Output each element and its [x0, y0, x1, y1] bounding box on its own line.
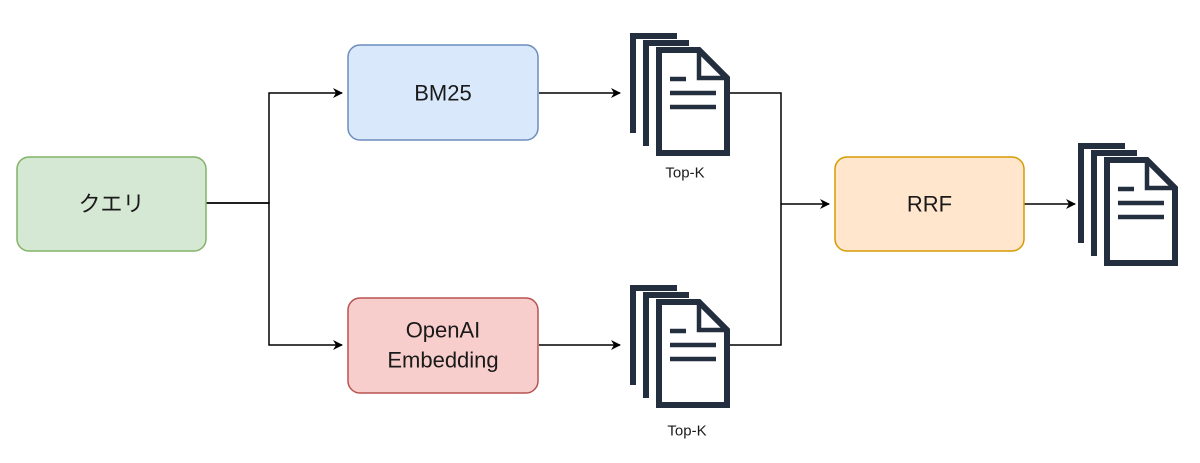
bm25-node-box	[347, 44, 539, 141]
edge-topk-bottom-to-rrf	[730, 204, 782, 346]
topk-label-bottom: Top-K	[667, 423, 706, 440]
edge-topk-top-to-rrf	[730, 92, 830, 209]
openai-embedding-label-line2: Embedding	[387, 348, 498, 373]
bm25-node: BM25	[347, 44, 539, 141]
documents-icon	[630, 285, 730, 408]
rrf-node-box	[834, 156, 1025, 252]
query-node: クエリ	[16, 156, 207, 252]
openai-embedding-node: OpenAI Embedding	[347, 297, 539, 394]
edges	[206, 88, 1076, 350]
openai-embedding-label-line1: OpenAI	[406, 318, 481, 343]
bm25-node-label: BM25	[414, 81, 471, 106]
rrf-node: RRF	[834, 156, 1025, 252]
topk-label-top: Top-K	[665, 165, 704, 182]
documents-icon	[1078, 143, 1178, 266]
query-node-box	[16, 156, 207, 252]
edge-query-to-bm25	[206, 88, 343, 204]
openai-embedding-node-box	[347, 297, 539, 394]
documents-icon	[630, 33, 730, 156]
query-node-label: クエリ	[78, 192, 144, 217]
rrf-node-label: RRF	[907, 192, 952, 217]
edge-query-to-openai	[206, 202, 343, 350]
